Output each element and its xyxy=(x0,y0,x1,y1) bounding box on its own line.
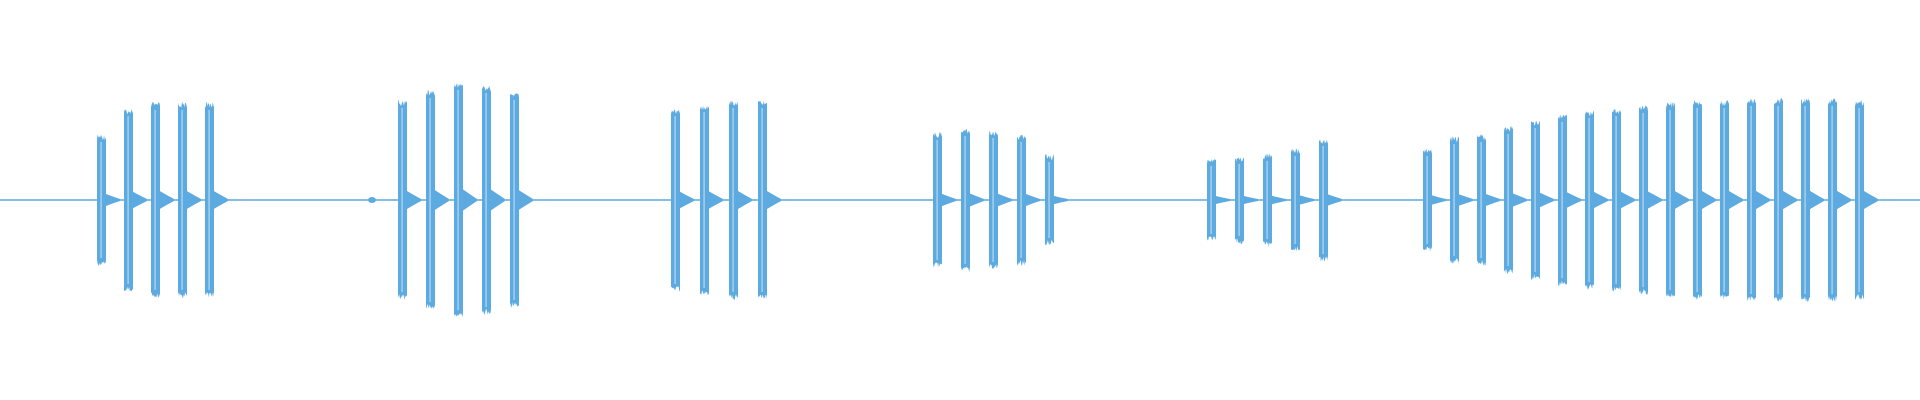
waveform-burst-tail xyxy=(519,190,533,210)
waveform-group-4 xyxy=(933,128,1068,272)
waveform-burst-tail xyxy=(1026,194,1040,206)
waveform-burst-tail xyxy=(491,189,505,211)
waveform-burst-gap xyxy=(1723,108,1725,292)
waveform-burst-tail xyxy=(407,191,421,209)
waveform-burst-gap xyxy=(1534,128,1536,272)
waveform-burst-gap xyxy=(1048,162,1050,238)
waveform-burst-tail xyxy=(998,193,1012,207)
waveform-burst-tail xyxy=(1621,191,1635,209)
waveform-burst-gap xyxy=(208,110,210,290)
waveform-burst-tail xyxy=(1648,191,1662,209)
waveform-burst-gap xyxy=(992,138,994,262)
waveform-burst-gap xyxy=(401,108,403,292)
waveform-burst-tail xyxy=(133,191,147,209)
waveform-burst-gap xyxy=(1669,110,1671,290)
waveform-burst-tail xyxy=(1864,191,1878,209)
waveform-burst-gap xyxy=(1294,156,1296,244)
waveform-burst-gap xyxy=(1831,106,1833,294)
waveform-burst-gap xyxy=(1020,142,1022,258)
waveform-burst-tail xyxy=(738,191,752,209)
waveform-burst-tail xyxy=(1513,193,1527,207)
waveform-burst-gap xyxy=(1561,122,1563,278)
waveform-burst-tail xyxy=(1675,191,1689,209)
waveform-burst-tail xyxy=(1540,192,1554,208)
waveform-burst-tail xyxy=(1244,196,1258,204)
waveform-burst-tail xyxy=(1054,195,1068,205)
waveform-burst-tail xyxy=(1594,191,1608,209)
waveform-burst-gap xyxy=(429,98,431,302)
waveform-burst-gap xyxy=(457,90,459,310)
waveform-burst-tail xyxy=(1459,194,1473,206)
waveform-burst-gap xyxy=(964,136,966,264)
waveform-burst-gap xyxy=(1615,116,1617,284)
waveform-burst-tail xyxy=(767,191,781,209)
waveform-burst-tail xyxy=(187,191,201,209)
waveform-burst-gap xyxy=(1642,113,1644,287)
waveform-burst-gap xyxy=(1266,161,1268,239)
waveform-burst-tail xyxy=(1216,196,1230,204)
waveform-burst-tail xyxy=(106,194,120,206)
waveform-group-6 xyxy=(1423,98,1878,302)
waveform-burst-gap xyxy=(1777,106,1779,294)
waveform-group-3 xyxy=(671,100,781,300)
waveform-burst-gap xyxy=(181,110,183,290)
waveform-burst-gap xyxy=(1750,106,1752,294)
waveform-burst-gap xyxy=(1210,166,1212,234)
waveform-group-1 xyxy=(97,102,228,298)
waveform-burst-tail xyxy=(1486,194,1500,206)
waveform-burst-gap xyxy=(761,108,763,292)
waveform-burst-gap xyxy=(1480,142,1482,258)
waveform-burst-gap xyxy=(154,110,156,290)
waveform-burst-tail xyxy=(1328,194,1342,206)
waveform-burst-gap xyxy=(513,100,515,300)
waveform-burst-gap xyxy=(936,140,938,260)
waveform-burst-tail xyxy=(1837,190,1851,210)
waveform-burst-tail xyxy=(709,191,723,209)
waveform-burst-tail xyxy=(942,193,956,207)
waveform-burst-tail xyxy=(1272,195,1286,205)
waveform-burst-gap xyxy=(1453,144,1455,256)
waveform-group-5 xyxy=(1207,139,1342,262)
waveform-burst-tail xyxy=(1729,191,1743,209)
waveform-burst-tail xyxy=(1783,190,1797,210)
waveform-burst-tail xyxy=(1810,190,1824,210)
waveform-burst-gap xyxy=(100,142,102,258)
waveform-burst-tail xyxy=(1567,192,1581,208)
waveform-burst-gap xyxy=(485,93,487,307)
waveform-burst-tail xyxy=(680,191,694,209)
waveform-blip xyxy=(368,197,376,203)
waveform-burst-gap xyxy=(127,116,129,284)
waveform-burst-tail xyxy=(1300,195,1314,205)
waveform-burst-gap xyxy=(1426,156,1428,244)
waveform-burst-gap xyxy=(1858,108,1860,292)
waveform-burst-gap xyxy=(703,112,705,288)
waveform-burst-gap xyxy=(1238,164,1240,236)
waveform-burst-tail xyxy=(463,189,477,211)
waveform-burst-tail xyxy=(970,193,984,207)
waveform-burst-gap xyxy=(674,116,676,284)
waveform-burst-tail xyxy=(1432,195,1446,205)
waveform-burst-gap xyxy=(1507,134,1509,266)
waveform-burst-gap xyxy=(1696,108,1698,292)
waveform-group-2 xyxy=(398,82,533,318)
waveform-burst-tail xyxy=(214,191,228,209)
waveform-burst-gap xyxy=(1588,118,1590,282)
waveform-burst-gap xyxy=(1804,106,1806,294)
waveform-burst-gap xyxy=(732,108,734,292)
waveform-bursts xyxy=(97,82,1878,318)
waveform-burst-tail xyxy=(160,191,174,209)
waveform-burst-tail xyxy=(1702,191,1716,209)
waveform-burst-gap xyxy=(1322,146,1324,254)
waveform-burst-tail xyxy=(435,190,449,210)
waveform-burst-tail xyxy=(1756,190,1770,210)
